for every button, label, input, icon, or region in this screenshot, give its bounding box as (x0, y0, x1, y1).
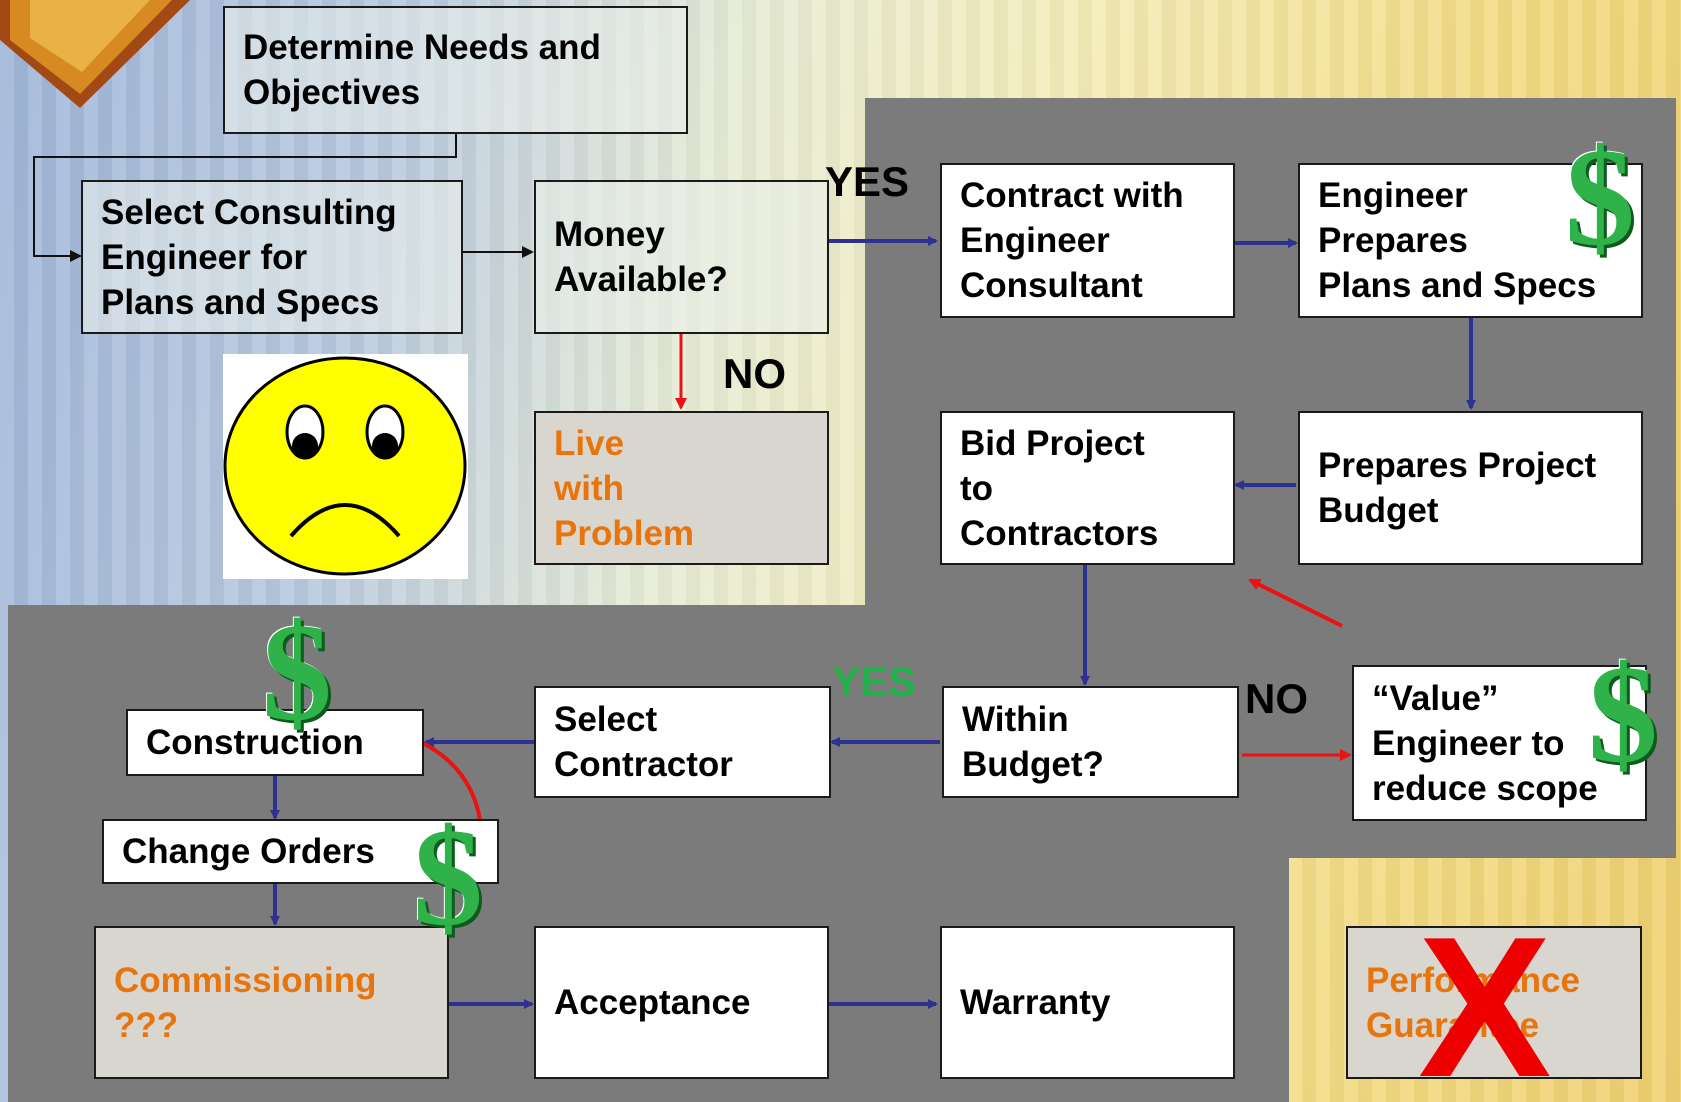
dollar-icon-construction: $ (262, 595, 332, 750)
dollar-icon-change-orders: $ (413, 800, 483, 955)
commissioning-box: Commissioning ??? (94, 926, 449, 1079)
prepares-budget-box: Prepares Project Budget (1298, 411, 1643, 565)
sad-face-icon (223, 356, 467, 576)
live-with-problem-box: Live with Problem (534, 411, 829, 565)
value-engineer-box: “Value” Engineer to reduce scope (1352, 665, 1647, 821)
arrow-value-to-bid (1248, 578, 1343, 628)
yes-label-budget: YES (832, 658, 917, 705)
dollar-icon-value-engineer: $ (1588, 637, 1658, 792)
select-contractor-box: Select Contractor (534, 686, 831, 798)
money-available-box: Money Available? (534, 180, 829, 334)
determine-needs-box: Determine Needs and Objectives (223, 6, 688, 134)
bid-project-box: Bid Project to Contractors (940, 411, 1235, 565)
contract-engineer-box: Contract with Engineer Consultant (940, 163, 1235, 318)
warranty-box: Warranty (940, 926, 1235, 1079)
engineer-prepares-box: Engineer Prepares Plans and Specs (1298, 163, 1643, 318)
sad-face-image (223, 354, 468, 579)
arrow-determine-to-select (33, 133, 457, 262)
partnership-logo (0, 0, 190, 108)
cross-icon: X (1418, 896, 1552, 1102)
no-label-money: NO (723, 350, 786, 397)
no-label-budget: NO (1245, 675, 1308, 722)
dollar-icon-engineer: $ (1565, 120, 1635, 275)
yes-label-money: YES (825, 158, 910, 205)
change-orders-box: Change Orders (102, 819, 499, 884)
select-engineer-box: Select Consulting Engineer for Plans and… (81, 180, 463, 334)
construction-box: Construction (126, 709, 424, 776)
acceptance-box: Acceptance (534, 926, 829, 1079)
performance-guarantee-box: Performance Guarantee (1346, 926, 1642, 1079)
within-budget-box: Within Budget? (942, 686, 1239, 798)
